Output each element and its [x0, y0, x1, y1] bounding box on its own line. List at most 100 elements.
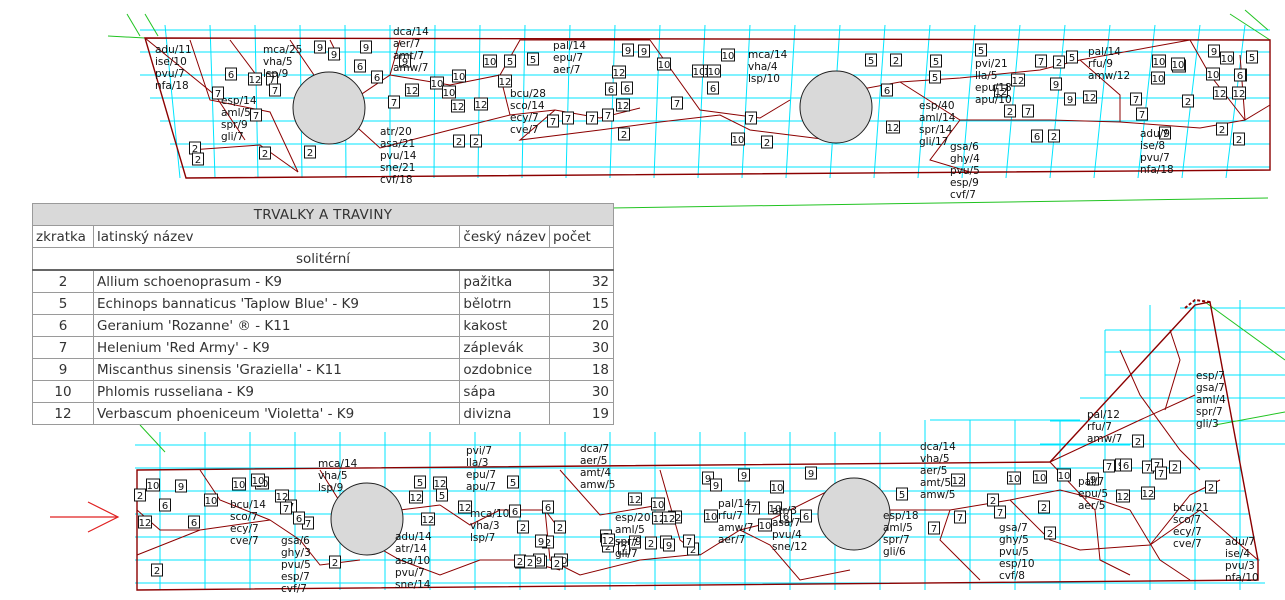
- plant-annotation-line: asa/21: [380, 138, 415, 150]
- plant-marker-label: 9: [641, 47, 647, 58]
- plant-marker: 6: [621, 81, 633, 95]
- tree-circle-icon: [817, 477, 891, 551]
- plant-marker: 12: [474, 97, 488, 111]
- plant-marker: 10: [442, 85, 456, 99]
- plant-marker-label: 2: [473, 137, 479, 148]
- plant-legend-table: TRVALKY A TRAVINY zkratka latinský název…: [32, 203, 614, 425]
- plant-marker-box: [146, 478, 160, 492]
- plant-marker-label: 7: [605, 111, 611, 122]
- plant-marker-label: 12: [617, 101, 630, 112]
- plant-annotation-line: asa/7: [772, 517, 801, 529]
- plant-marker-box: [134, 488, 146, 502]
- plant-marker: 9: [622, 43, 634, 57]
- plant-annotation-line: esp/7: [281, 571, 310, 583]
- plant-marker: 2: [1169, 460, 1181, 474]
- plant-marker: 7: [269, 83, 281, 97]
- plant-marker-label: 2: [192, 144, 198, 155]
- plant-annotation-line: atr/20: [380, 126, 412, 138]
- plant-annotation-line: sne/14: [395, 579, 431, 591]
- plant-marker-label: 2: [1236, 135, 1242, 146]
- plant-marker-box: [414, 475, 426, 489]
- plant-marker-label: 2: [137, 491, 143, 502]
- plant-marker: 7: [250, 108, 262, 122]
- plant-marker: 2: [1182, 94, 1194, 108]
- plant-annotation-line: asa/10: [395, 555, 430, 567]
- plant-marker-label: 2: [990, 496, 996, 507]
- plant-marker-label: 7: [1025, 107, 1031, 118]
- plant-marker-box: [360, 40, 372, 54]
- plant-annotation-line: amt/7: [393, 50, 424, 62]
- plant-annotation-line: lla/5: [975, 70, 998, 82]
- plant-marker-label: 5: [933, 57, 939, 68]
- plant-marker-label: 6: [191, 518, 197, 529]
- plant-marker: 2: [453, 134, 465, 148]
- plant-marker-label: 7: [272, 86, 278, 97]
- plant-marker: 10: [1152, 54, 1166, 68]
- plant-marker-box: [671, 96, 683, 110]
- plant-marker-label: 5: [978, 46, 984, 57]
- plant-marker: 6: [371, 70, 383, 84]
- bottom-bed-outline: [136, 301, 1259, 591]
- plant-marker-label: 2: [554, 559, 560, 570]
- plant-marker-box: [890, 53, 902, 67]
- plant-marker-box: [1066, 50, 1078, 64]
- plant-marker-label: 9: [331, 50, 337, 61]
- plant-marker-box: [452, 69, 466, 83]
- plant-annotation-line: rfu/7: [1087, 421, 1112, 433]
- plant-czech-name: divizna: [459, 402, 550, 425]
- plant-marker-box: [987, 493, 999, 507]
- plant-marker-box: [1159, 126, 1171, 140]
- plant-marker-label: 6: [710, 84, 716, 95]
- plant-annotation-line: spr/7: [1196, 406, 1223, 418]
- plant-marker-box: [1246, 50, 1258, 64]
- plant-annotation-line: aml/14: [919, 112, 956, 124]
- plant-marker: 12: [1011, 73, 1025, 87]
- plant-marker-box: [474, 97, 488, 111]
- plant-marker-box: [928, 521, 940, 535]
- plant-marker-label: 10: [453, 72, 466, 83]
- plant-annotation-line: pvu/7: [155, 68, 185, 80]
- plant-marker-label: 10: [431, 79, 444, 90]
- plant-annotation-line: pal/7: [1078, 476, 1104, 488]
- plant-marker-label: 10: [484, 57, 497, 68]
- plant-marker-box: [507, 475, 519, 489]
- plant-marker: 12: [1083, 90, 1097, 104]
- plant-marker: 9: [805, 466, 817, 480]
- plant-marker: 2: [470, 134, 482, 148]
- plant-marker-label: 7: [686, 537, 692, 548]
- plant-annotation-line: adu/14: [395, 531, 432, 543]
- plant-marker-label: 7: [391, 98, 397, 109]
- plant-annotation-line: spr/7: [883, 534, 910, 546]
- plant-marker-box: [212, 86, 224, 100]
- bottom-bed-subdivisions: [136, 329, 1259, 581]
- plant-marker: 10: [1033, 470, 1047, 484]
- plant-code: 9: [32, 358, 94, 381]
- plant-annotation-line: sco/7: [1173, 514, 1201, 526]
- plant-marker-box: [768, 501, 782, 515]
- plant-marker-box: [994, 84, 1008, 98]
- plant-marker-label: 6: [608, 85, 614, 96]
- plant-count: 20: [549, 314, 614, 337]
- plant-marker: 10: [1151, 71, 1165, 85]
- plant-marker-label: 7: [1139, 110, 1145, 121]
- plant-marker: 2: [151, 563, 163, 577]
- plant-marker-label: 5: [417, 478, 423, 489]
- plant-marker-box: [1120, 458, 1132, 472]
- plant-annotation-line: mca/14: [748, 49, 788, 61]
- plant-marker-label: 2: [1056, 58, 1062, 69]
- plant-marker-label: 6: [1034, 132, 1040, 143]
- plant-marker: 7: [994, 505, 1006, 519]
- plant-latin-name: Echinops bannaticus 'Taplow Blue' - K9: [92, 292, 461, 315]
- plant-marker: 9: [1087, 472, 1099, 486]
- plant-marker-box: [1155, 466, 1167, 480]
- plant-annotation-line: lsp/7: [470, 532, 495, 544]
- plant-count: 18: [549, 358, 614, 381]
- plant-marker-box: [805, 466, 817, 480]
- plant-marker: 2: [554, 520, 566, 534]
- plant-marker-box: [269, 83, 281, 97]
